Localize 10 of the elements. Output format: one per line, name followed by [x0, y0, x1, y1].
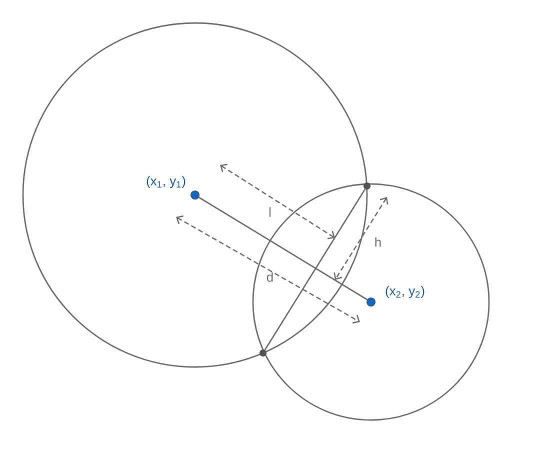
point-marker — [190, 190, 200, 200]
dimension-label: h — [375, 237, 381, 247]
point-marker — [259, 349, 267, 357]
line-segment — [198, 196, 368, 300]
dimension-label: l — [269, 207, 271, 217]
point-label: (x$_{2}$, y$_{2}$) — [386, 286, 424, 298]
point-marker — [363, 182, 371, 190]
point-marker — [366, 297, 376, 307]
dimension-label: d — [266, 272, 273, 282]
point-label: (x$_{1}$, y$_{1}$) — [146, 176, 186, 188]
